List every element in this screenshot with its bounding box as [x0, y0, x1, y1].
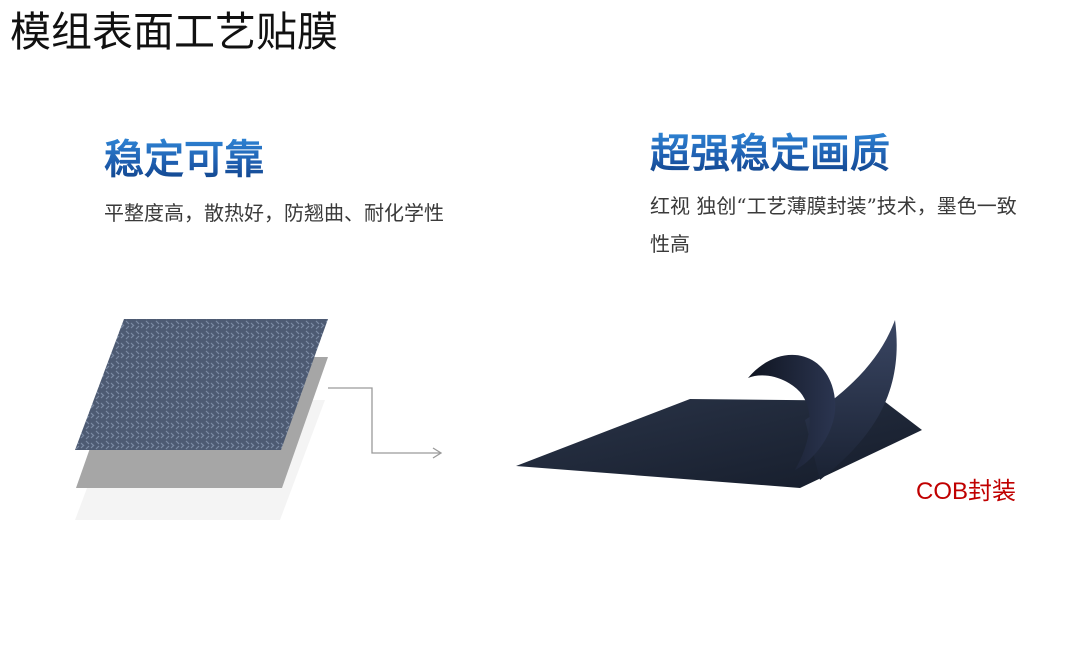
feature-heading-stable: 稳定可靠 — [104, 137, 264, 183]
feature-heading-image-quality: 超强稳定画质 — [650, 131, 890, 177]
cob-film-curl-front — [748, 354, 836, 470]
feature-description-image-quality: 红视 独创“工艺薄膜封装”技术，墨色一致性高 — [650, 194, 1017, 256]
cob-package-label: COB封装 — [916, 478, 1017, 505]
cob-film-curl-back — [805, 320, 897, 480]
connector-arrow — [328, 387, 440, 454]
arrow-head-icon — [432, 447, 443, 459]
feature-description-stable: 平整度高，散热好，防翘曲、耐化学性 — [104, 201, 444, 225]
page-title: 模组表面工艺贴膜 — [10, 8, 338, 56]
textured-film-layer — [75, 319, 328, 450]
